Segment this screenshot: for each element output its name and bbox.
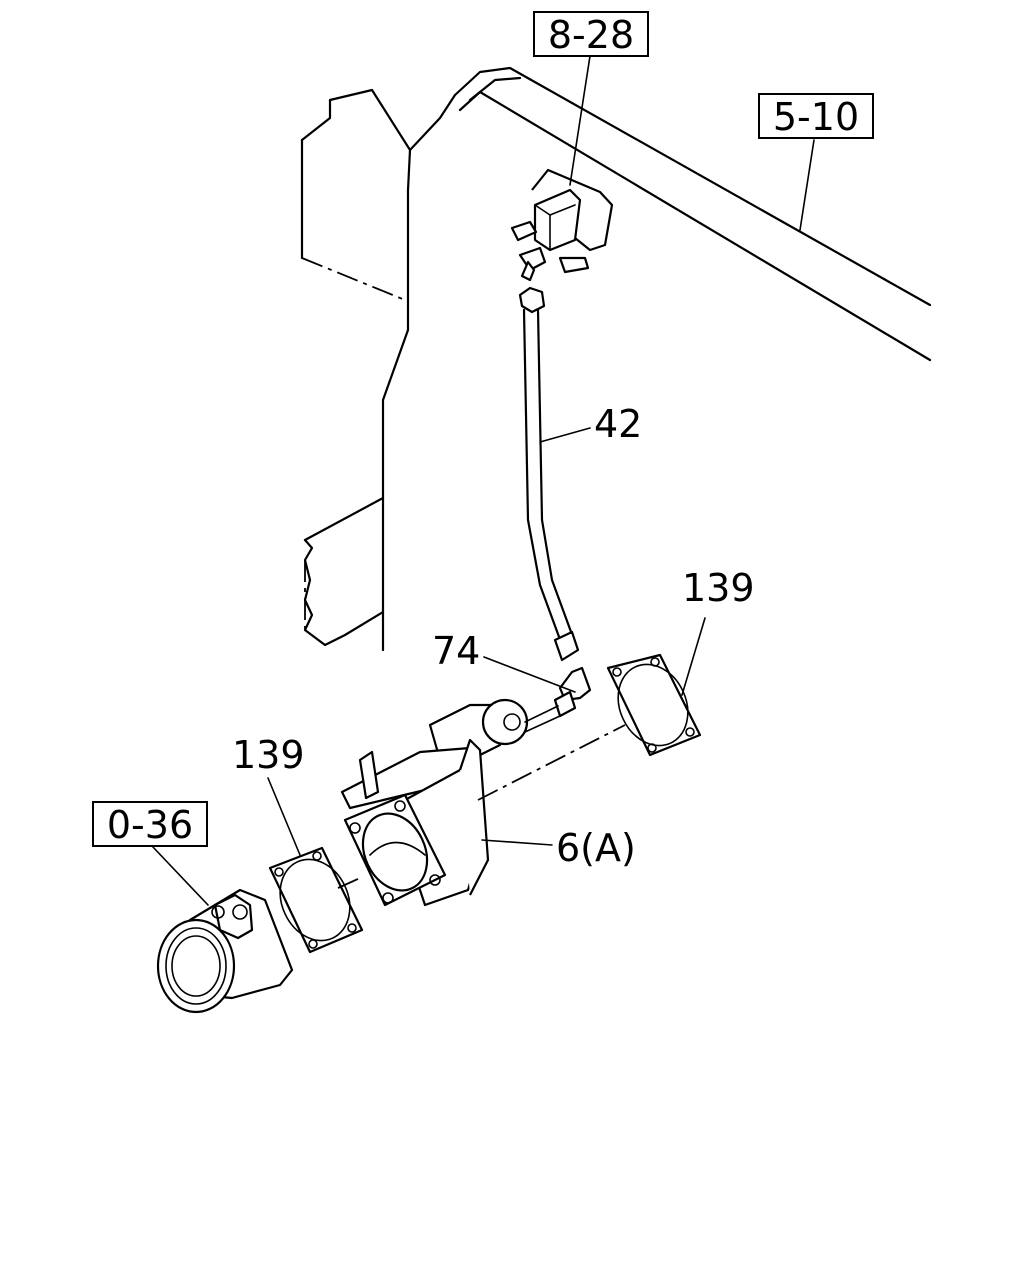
alignment-line [337,877,361,889]
part-number-74: 74 [432,629,480,673]
exhaust-pipe-adapter [156,888,294,1014]
gasket-left [268,846,364,954]
gasket-right [606,653,702,757]
solenoid-valve [510,168,614,282]
exhaust-brake-unit [340,698,561,907]
svg-text:5-10: 5-10 [773,95,859,139]
leader-lines [151,55,815,906]
callout-0-36: 0-36 [92,801,208,847]
elbow-fitting [553,666,592,718]
vacuum-hose [518,286,580,662]
svg-text:8-28: 8-28 [548,13,634,57]
callout-5-10: 5-10 [758,93,874,139]
part-number-139-left: 139 [232,733,305,777]
part-number-42: 42 [594,402,642,446]
callout-8-28: 8-28 [533,11,649,57]
part-number-139-right: 139 [682,566,755,610]
alignment-line-upper [477,724,626,801]
engine-block-outline [300,66,932,652]
part-number-6a: 6(A) [556,826,636,870]
svg-text:0-36: 0-36 [107,803,193,847]
